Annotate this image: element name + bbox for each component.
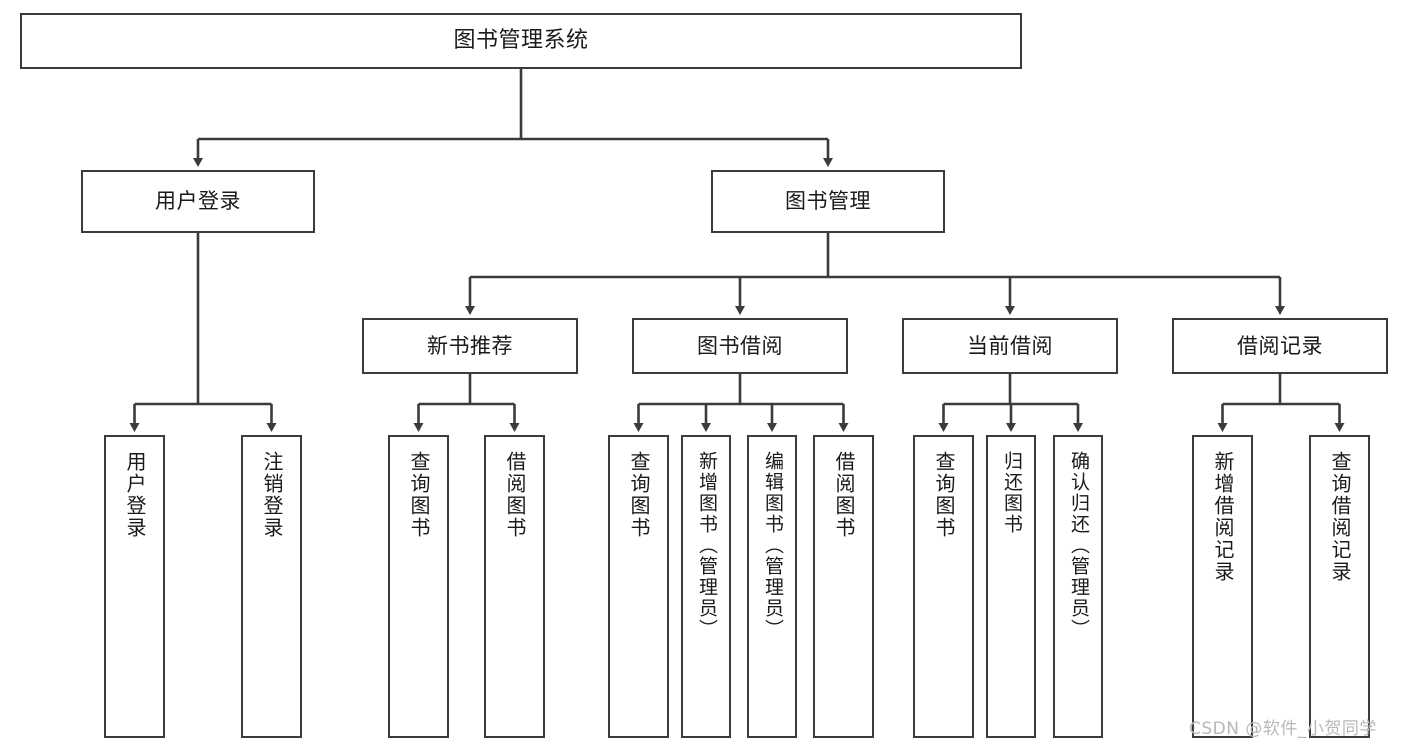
node-leaf-query-book-2[interactable]: 查询图书: [608, 435, 669, 738]
node-current-borrow-label: 当前借阅: [967, 333, 1053, 358]
node-leaf-borrow-book-1[interactable]: 借阅图书: [484, 435, 545, 738]
node-new-book-rec-label: 新书推荐: [427, 333, 513, 358]
node-user-login[interactable]: 用户登录: [81, 170, 315, 233]
node-leaf-query-record[interactable]: 查询借阅记录: [1309, 435, 1370, 738]
node-leaf-return-book[interactable]: 归还图书: [986, 435, 1036, 738]
node-current-borrow[interactable]: 当前借阅: [902, 318, 1118, 374]
node-leaf-query-book-1[interactable]: 查询图书: [388, 435, 449, 738]
node-new-book-rec[interactable]: 新书推荐: [362, 318, 578, 374]
node-leaf-add-book-label: 新增图书（管理员）: [695, 451, 718, 640]
node-leaf-user-logout[interactable]: 注销登录: [241, 435, 302, 738]
node-leaf-borrow-book-2[interactable]: 借阅图书: [813, 435, 874, 738]
node-leaf-borrow-book-1-label: 借阅图书: [503, 451, 527, 539]
node-leaf-confirm-return[interactable]: 确认归还（管理员）: [1053, 435, 1103, 738]
node-root[interactable]: 图书管理系统: [20, 13, 1022, 69]
node-book-manage[interactable]: 图书管理: [711, 170, 945, 233]
node-leaf-edit-book[interactable]: 编辑图书（管理员）: [747, 435, 797, 738]
node-leaf-add-record-label: 新增借阅记录: [1211, 451, 1235, 583]
node-leaf-user-logout-label: 注销登录: [260, 451, 284, 539]
node-book-manage-label: 图书管理: [785, 189, 871, 214]
node-leaf-return-book-label: 归还图书: [1000, 451, 1023, 535]
node-book-borrow-label: 图书借阅: [697, 333, 783, 358]
node-borrow-record-label: 借阅记录: [1237, 333, 1323, 358]
node-user-login-label: 用户登录: [155, 189, 241, 214]
node-leaf-query-book-2-label: 查询图书: [627, 451, 651, 539]
node-leaf-add-record[interactable]: 新增借阅记录: [1192, 435, 1253, 738]
node-leaf-user-login-label: 用户登录: [123, 451, 147, 539]
node-root-label: 图书管理系统: [453, 28, 589, 54]
node-leaf-query-record-label: 查询借阅记录: [1328, 451, 1352, 583]
node-leaf-query-book-3[interactable]: 查询图书: [913, 435, 974, 738]
node-leaf-query-book-3-label: 查询图书: [932, 451, 956, 539]
node-book-borrow[interactable]: 图书借阅: [632, 318, 848, 374]
node-borrow-record[interactable]: 借阅记录: [1172, 318, 1388, 374]
watermark-credit: CSDN @软件_小贺同学: [1189, 719, 1377, 739]
node-leaf-add-book[interactable]: 新增图书（管理员）: [681, 435, 731, 738]
node-leaf-query-book-1-label: 查询图书: [407, 451, 431, 539]
node-leaf-user-login[interactable]: 用户登录: [104, 435, 165, 738]
node-leaf-edit-book-label: 编辑图书（管理员）: [761, 451, 784, 640]
node-leaf-borrow-book-2-label: 借阅图书: [832, 451, 856, 539]
node-leaf-confirm-return-label: 确认归还（管理员）: [1067, 451, 1090, 640]
